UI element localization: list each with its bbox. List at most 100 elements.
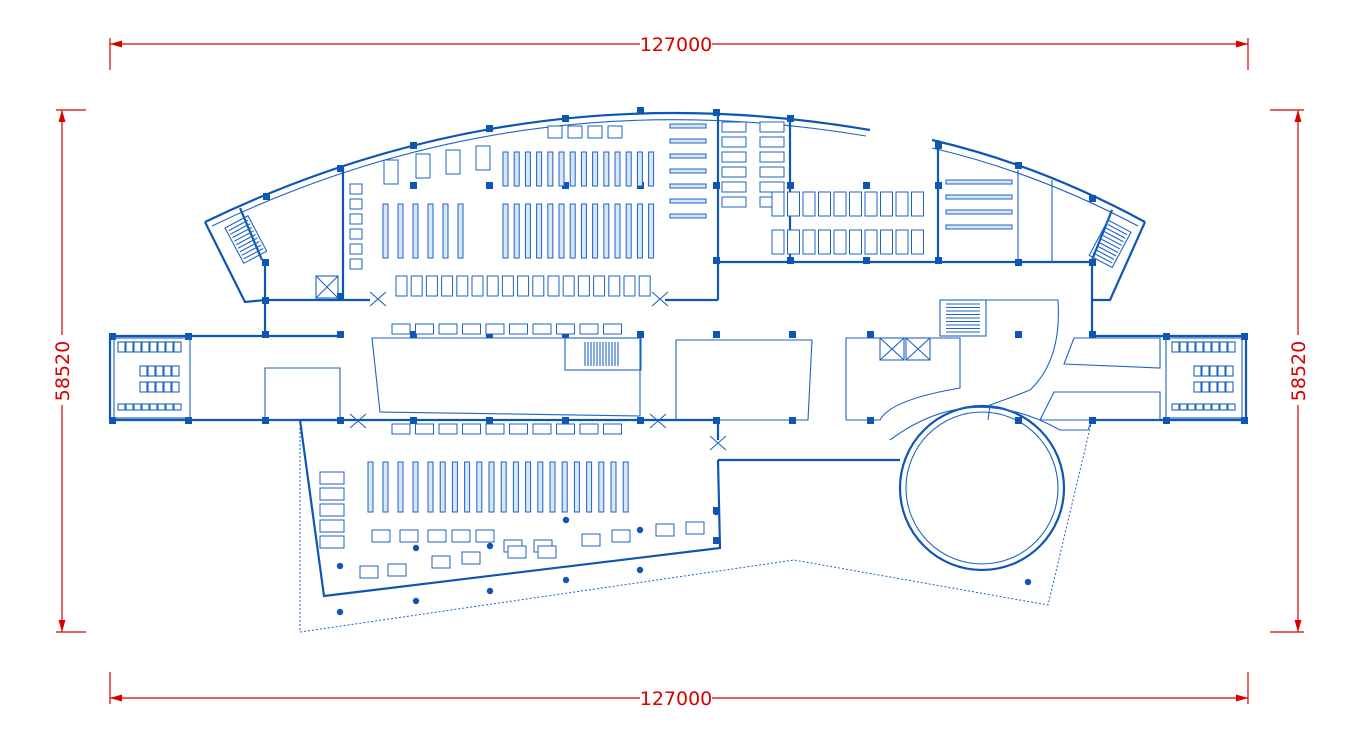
elevator-left — [315, 275, 339, 299]
toilet-stall — [1219, 341, 1228, 353]
table — [603, 423, 622, 435]
table — [485, 323, 505, 335]
shelf — [439, 461, 446, 513]
shelf — [603, 151, 610, 187]
table — [579, 423, 599, 435]
shelf — [614, 203, 621, 259]
column — [713, 182, 720, 189]
column — [337, 417, 344, 424]
round-column — [412, 544, 420, 552]
toilet-stall — [1217, 365, 1226, 377]
shelf — [536, 151, 543, 187]
sink — [1187, 403, 1196, 411]
shelf — [488, 461, 495, 513]
table — [387, 563, 407, 577]
table — [895, 191, 909, 217]
table — [787, 229, 800, 255]
sink — [1195, 403, 1204, 411]
table — [319, 471, 345, 485]
table — [349, 258, 363, 270]
stair-step — [1107, 223, 1128, 236]
table — [547, 275, 560, 297]
sink — [1179, 403, 1188, 411]
round-column — [336, 608, 344, 616]
shelf — [614, 151, 621, 187]
column — [1089, 417, 1096, 424]
sink — [149, 403, 158, 411]
column — [713, 417, 720, 424]
dimension-label-left: 58520 — [52, 341, 74, 401]
shelf — [580, 151, 587, 187]
toilet-stall — [1209, 365, 1218, 377]
toilet-stall — [163, 381, 172, 393]
table — [759, 136, 785, 148]
table — [438, 423, 458, 435]
shelf — [451, 461, 458, 513]
stair-step — [1092, 252, 1113, 264]
column — [1241, 417, 1248, 424]
toilet-stall — [155, 381, 164, 393]
sink — [141, 403, 150, 411]
column — [562, 115, 569, 122]
table — [532, 423, 552, 435]
shelf — [442, 203, 449, 259]
shelf — [569, 151, 576, 187]
column — [789, 331, 796, 338]
shelf — [397, 461, 404, 513]
column — [562, 182, 569, 189]
column — [410, 182, 417, 189]
stair-step — [232, 226, 253, 239]
shelf — [636, 203, 643, 259]
shelf — [536, 203, 543, 259]
table — [485, 423, 505, 435]
dimension-label-right: 58520 — [1288, 341, 1310, 401]
column — [637, 107, 644, 114]
dimension-right: 58520 — [1270, 109, 1310, 633]
toilet-stall — [1209, 381, 1218, 393]
restroom-right — [1165, 337, 1243, 419]
toilet-stall — [1187, 341, 1196, 353]
stair-top-left — [224, 215, 268, 265]
shelf — [457, 203, 464, 259]
table — [849, 229, 862, 255]
round-column — [712, 508, 720, 516]
table — [608, 275, 621, 297]
column — [1089, 195, 1096, 202]
sink — [157, 403, 166, 411]
sink — [1211, 403, 1220, 411]
toilet-stall — [171, 381, 180, 393]
table — [532, 323, 552, 335]
table — [371, 529, 391, 543]
table — [833, 191, 847, 217]
stair-step — [1105, 227, 1126, 239]
table — [581, 533, 601, 547]
table — [462, 423, 481, 435]
toilet-stall — [165, 341, 174, 353]
table — [721, 151, 747, 163]
shelf — [945, 209, 1013, 215]
table — [771, 191, 785, 217]
table — [603, 323, 622, 335]
table — [399, 529, 419, 543]
table — [517, 275, 530, 297]
toilet-stall — [1225, 365, 1234, 377]
table — [833, 229, 847, 255]
round-column — [562, 576, 570, 584]
shelf — [669, 213, 707, 219]
column — [789, 417, 796, 424]
toilet-stall — [173, 341, 182, 353]
stair-step — [1094, 248, 1115, 261]
table — [462, 323, 481, 335]
round-column — [412, 597, 420, 605]
table — [349, 213, 363, 225]
stair-step — [1096, 245, 1117, 257]
shelf — [945, 224, 1013, 230]
column — [263, 193, 270, 200]
round-column — [562, 516, 570, 524]
table — [451, 529, 471, 543]
stair-step — [1101, 234, 1122, 246]
shelf — [500, 461, 507, 513]
sink — [1203, 403, 1212, 411]
stair-step — [1098, 241, 1119, 253]
table — [759, 151, 785, 163]
